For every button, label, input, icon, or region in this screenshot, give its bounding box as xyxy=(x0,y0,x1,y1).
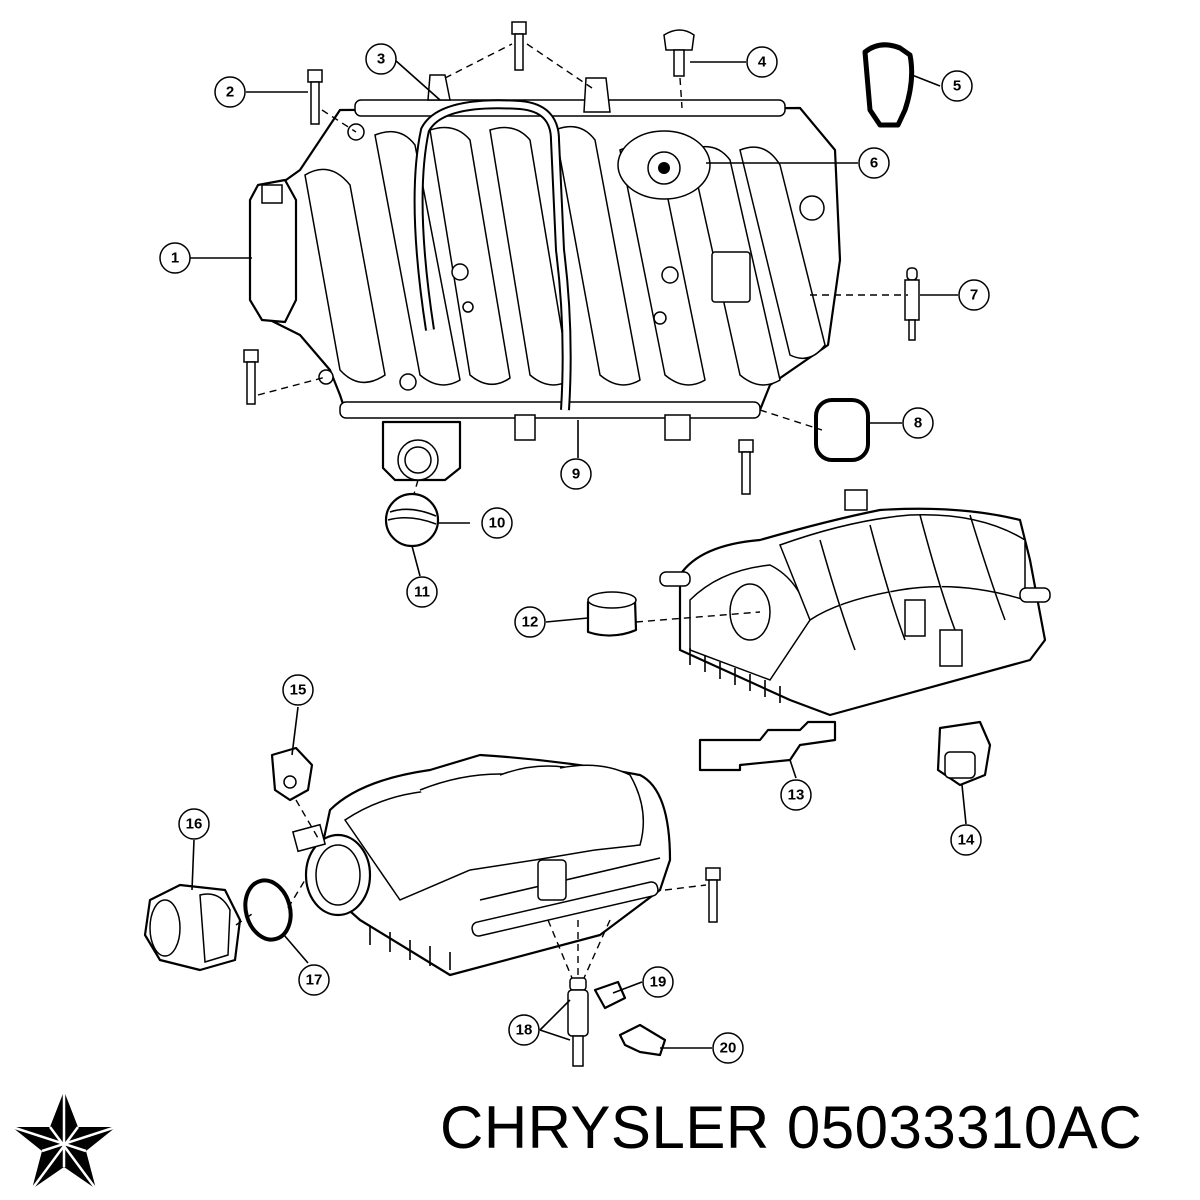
callout-5: 5 xyxy=(941,70,973,102)
callout-17: 17 xyxy=(298,964,330,996)
svg-text:16: 16 xyxy=(186,816,203,833)
svg-text:5: 5 xyxy=(953,78,961,95)
callout-4: 4 xyxy=(746,46,778,78)
clip-19 xyxy=(593,980,627,1010)
footer: CHRYSLER 05033310AC xyxy=(0,1085,1200,1200)
callout-10: 10 xyxy=(481,507,513,539)
bolt-lower xyxy=(705,867,721,923)
part-caption: CHRYSLER 05033310AC xyxy=(440,1093,1142,1162)
svg-text:18: 18 xyxy=(516,1022,533,1039)
svg-text:8: 8 xyxy=(914,415,922,432)
gasket-17 xyxy=(243,878,293,942)
callout-2: 2 xyxy=(214,76,246,108)
callout-14: 14 xyxy=(950,824,982,856)
svg-text:1: 1 xyxy=(171,250,179,267)
svg-text:4: 4 xyxy=(758,54,767,71)
callout-6: 6 xyxy=(858,147,890,179)
callout-3: 3 xyxy=(365,43,397,75)
callout-20: 20 xyxy=(712,1032,744,1064)
svg-text:7: 7 xyxy=(970,287,978,304)
svg-text:11: 11 xyxy=(414,584,430,601)
svg-text:12: 12 xyxy=(522,614,539,631)
part-number: 05033310AC xyxy=(786,1094,1143,1161)
gasket-5 xyxy=(862,42,915,128)
intake-manifold-top-view xyxy=(248,74,842,482)
bolt-top xyxy=(511,21,527,71)
svg-text:17: 17 xyxy=(306,972,323,989)
callout-7: 7 xyxy=(958,279,990,311)
svg-text:13: 13 xyxy=(788,787,805,804)
callout-19: 19 xyxy=(642,966,674,998)
svg-text:10: 10 xyxy=(489,515,506,532)
intake-manifold-lower xyxy=(659,489,1051,717)
svg-text:15: 15 xyxy=(290,682,307,699)
pentastar-logo-icon xyxy=(11,1091,117,1190)
callout-9: 9 xyxy=(560,458,592,490)
bolt-right xyxy=(738,439,754,495)
tps-sensor-15 xyxy=(270,746,314,802)
sensor-4 xyxy=(663,29,695,77)
seal-10-11 xyxy=(384,492,440,548)
svg-text:9: 9 xyxy=(572,466,580,483)
svg-text:2: 2 xyxy=(226,84,234,101)
callout-11: 11 xyxy=(406,576,438,608)
callout-15: 15 xyxy=(282,674,314,706)
svg-text:19: 19 xyxy=(650,974,667,991)
parts-diagram: 1 2 3 4 5 6 7 8 9 10 11 12 13 14 15 16 1… xyxy=(143,21,1051,1067)
gasket-8 xyxy=(814,398,870,462)
brand-name: CHRYSLER xyxy=(440,1094,770,1161)
sensor-7 xyxy=(904,267,920,341)
injector-18 xyxy=(567,977,589,1067)
callout-13: 13 xyxy=(780,779,812,811)
callout-1: 1 xyxy=(159,242,191,274)
throttle-body-16 xyxy=(143,883,242,972)
intake-manifold-assembly xyxy=(291,753,672,977)
svg-text:20: 20 xyxy=(720,1040,737,1057)
bolt-2 xyxy=(307,69,323,125)
svg-text:14: 14 xyxy=(958,832,975,849)
svg-text:6: 6 xyxy=(870,155,878,172)
bolt-left xyxy=(243,349,259,405)
callout-12: 12 xyxy=(514,606,546,638)
plug-12 xyxy=(586,591,638,637)
svg-text:3: 3 xyxy=(377,51,385,68)
callout-16: 16 xyxy=(178,808,210,840)
callout-18: 18 xyxy=(508,1014,540,1046)
sensor-14 xyxy=(936,720,992,787)
callout-8: 8 xyxy=(902,407,934,439)
bracket-13 xyxy=(698,720,837,772)
leader-lines xyxy=(190,43,967,1049)
clip-20 xyxy=(618,1023,667,1057)
